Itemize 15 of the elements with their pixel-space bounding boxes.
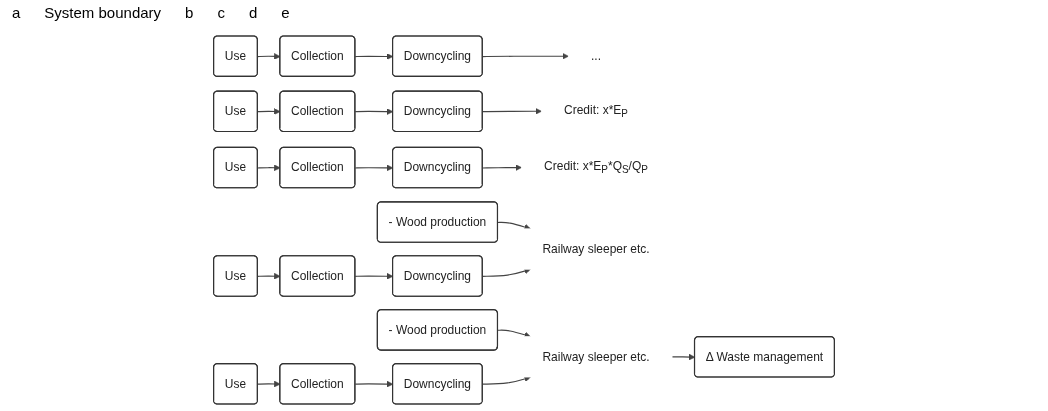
node-text: Credit: x*E$_{P}$*Q$_{S}$/Q$_{P}$ <box>544 159 648 176</box>
node-text: Credit: x*E$_{P}$ <box>564 103 628 120</box>
panel-letter: b <box>185 4 194 23</box>
panel-letter: c <box>217 4 225 23</box>
boundary-label: System boundary <box>44 4 162 23</box>
arrow <box>482 52 569 60</box>
panel-letter: a <box>12 4 21 23</box>
node-text: Railway sleeper etc. <box>542 350 650 363</box>
arrow <box>482 108 542 115</box>
node-text: Railway sleeper etc. <box>542 242 650 256</box>
arrow <box>497 329 531 338</box>
node-text: ... <box>591 49 601 63</box>
panel-letter: d <box>248 4 258 23</box>
arrow <box>482 164 522 171</box>
panel-letter: e <box>281 4 290 23</box>
